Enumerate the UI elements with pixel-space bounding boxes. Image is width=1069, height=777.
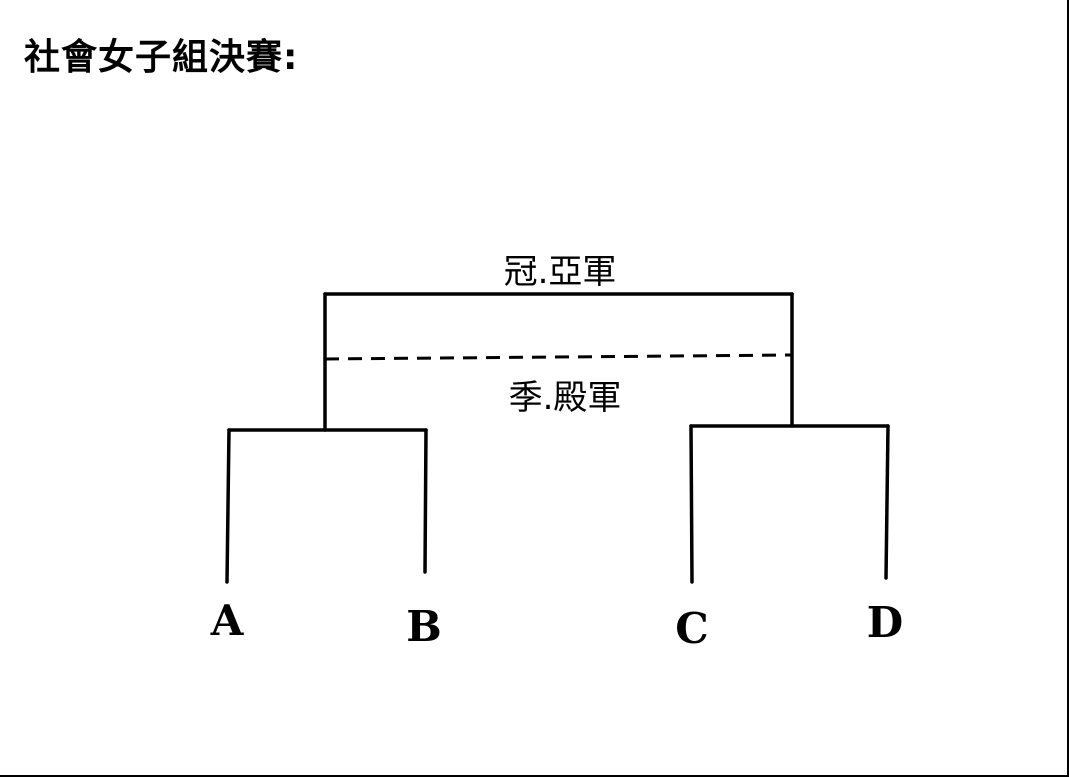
third-place-label: 季.殿軍: [508, 378, 622, 418]
semifinal-left-bracket: [225, 428, 428, 584]
third-place-dashed-line: [324, 353, 793, 361]
bracket-line: [884, 424, 890, 580]
bracket-line: [225, 428, 231, 584]
team-a-label: A: [210, 596, 244, 645]
page-title: 社會女子組決賽:: [24, 37, 299, 78]
semifinal-right-bracket: [689, 424, 890, 584]
team-d-label: D: [866, 598, 904, 647]
team-b-label: B: [406, 602, 442, 651]
team-c-label: C: [675, 604, 709, 653]
bracket-line: [423, 428, 428, 574]
bracket-line: [689, 424, 694, 584]
final-bracket: [323, 292, 794, 432]
final-label: 冠.亞軍: [503, 252, 617, 292]
